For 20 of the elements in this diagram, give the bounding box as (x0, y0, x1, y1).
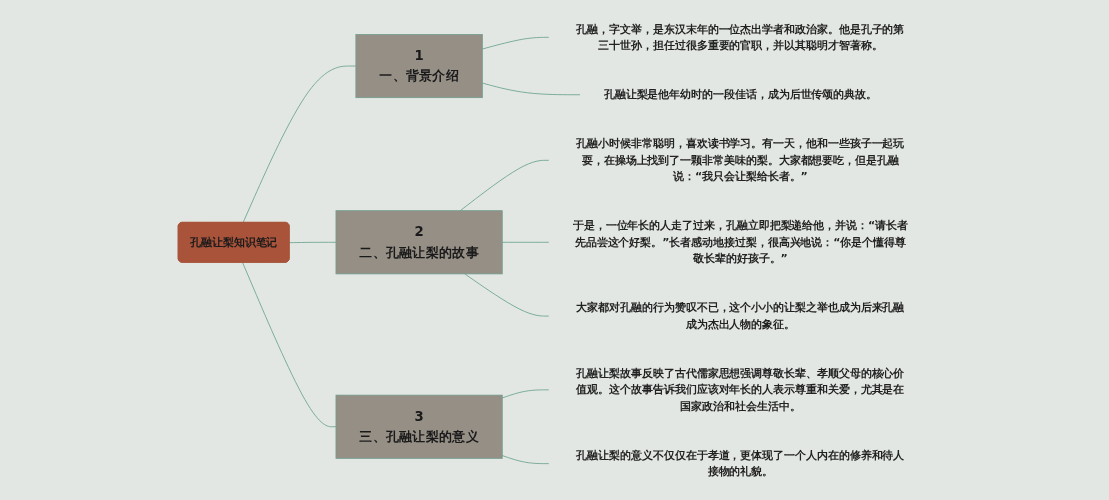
node-box: 3 三、孔融让梨的意义 (335, 394, 503, 459)
connector (459, 159, 550, 211)
connector (481, 82, 581, 95)
connector (501, 241, 550, 243)
node-text: 孔融让梨的意义不仅仅在于孝道，更体现了一个人内在的修养和待人接物的礼貌。 (575, 448, 904, 478)
connector (242, 65, 356, 223)
connector (288, 241, 336, 243)
connector (501, 454, 550, 464)
node-text: 于是，一位年长的人走了过来，孔融立即把梨递给他，并说：“请长者先品尝这个好梨。”长者感动地接过梨，很高兴地说：“你是个懂得尊敬长辈的好孩子。” (572, 218, 908, 265)
node-box: 1 一、背景介绍 (355, 33, 483, 98)
node-text: 孔融让梨故事反映了古代儒家思想强调尊敬长辈、孝顺父母的核心价值观。这个故事告诉我们应该对年长的人表示尊重和关爱，尤其是在国家政治和社会生活中。 (575, 366, 904, 412)
connector (241, 261, 336, 427)
node-text: 孔融小时候非常聪明，喜欢读书学习。有一天，他和一些孩子一起玩耍，在操场上找到了一颗非常美味的梨。大家都想要吃，但是孔融说：“我只会让梨给长者。” (575, 136, 904, 183)
connector (501, 388, 550, 398)
connector (463, 273, 550, 316)
node-box: 2 二、孔融让梨的故事 (335, 209, 503, 274)
connector (481, 36, 550, 49)
node-text: 孔融，字文举，是东汉末年的一位杰出学者和政治家。他是孔子的第三十世孙，担任过很多重要的官职，并以其聪明才智著称。 (575, 22, 904, 51)
node-text: 孔融让梨是他年幼时的一段佳话，成为后世传颂的典故。 (603, 87, 877, 101)
node-text: 大家都对孔融的行为赞叹不已，这个小小的让梨之举也成为后来孔融成为杰出人物的象征。 (575, 300, 904, 330)
